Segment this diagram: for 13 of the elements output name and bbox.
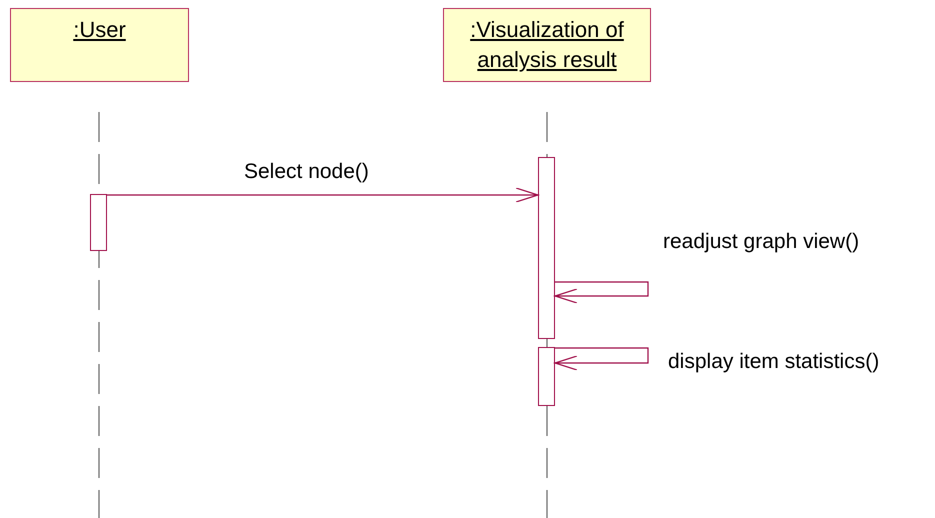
message-arrow — [554, 281, 649, 304]
object-name: :User — [73, 16, 126, 44]
activation-bar — [538, 157, 555, 339]
message-label: readjust graph view() — [663, 230, 860, 254]
activation-bar — [538, 347, 555, 406]
lifeline-header — [10, 8, 189, 82]
activation-bar — [90, 194, 107, 251]
lifeline-header — [443, 8, 651, 82]
message-arrow — [107, 187, 539, 203]
object-name: :Visualization of analysis result — [469, 16, 625, 74]
message-arrow — [554, 347, 649, 371]
message-label: display item statistics() — [668, 350, 880, 374]
message-label: Select node() — [244, 160, 369, 184]
